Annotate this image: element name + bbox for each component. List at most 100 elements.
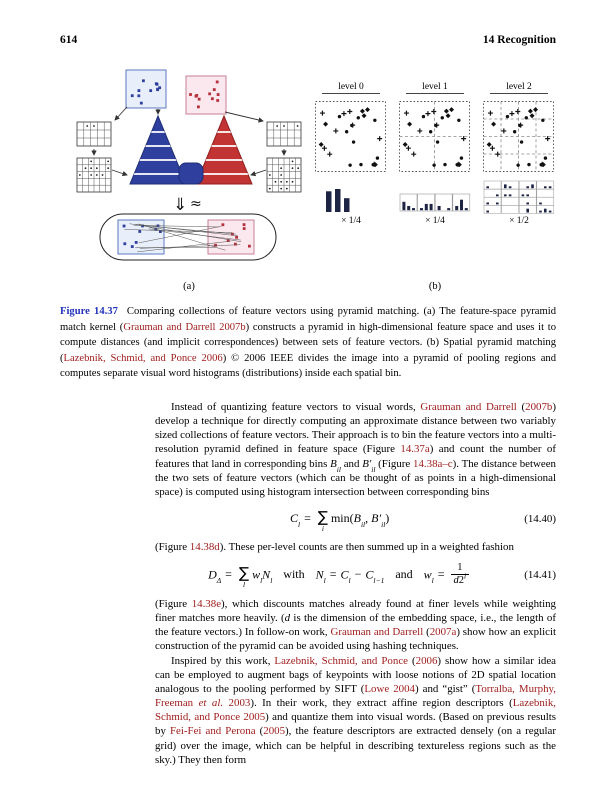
citation-link[interactable]: Lazebnik, Schmid, and Ponce 2005: [155, 697, 557, 724]
page-number: 614: [60, 34, 78, 46]
eq-term: w: [252, 567, 261, 581]
text-segment: ) show how an explicit construction of t…: [155, 626, 557, 653]
equation-number: (14.41): [524, 569, 556, 582]
approx-symbol: ≈: [190, 196, 202, 212]
spm-level-label: level 0: [322, 82, 380, 94]
citation-link[interactable]: 2003: [223, 697, 251, 710]
citation-link[interactable]: Grauman and Darrell 2007b: [123, 321, 246, 333]
feature-space-pyramid-diagram: ⇓ ≈: [76, 69, 302, 261]
eq-sub: l: [348, 576, 351, 586]
double-down-arrow-icon: ⇓: [173, 195, 187, 215]
text-segment: ), which discounts matches already found…: [155, 597, 556, 624]
citation-link[interactable]: 14.37a: [400, 443, 430, 456]
spm-grid-level-1: [399, 101, 470, 172]
text-segment: ) constructs a pyramid in high-dimension…: [60, 321, 556, 364]
eq-term: C: [365, 567, 374, 581]
body-paragraph-2: (Figure 14.38d). These per-level counts …: [155, 540, 556, 554]
eq-term: w: [423, 567, 432, 581]
text-segment: ) and “gist” (: [414, 682, 476, 695]
text-segment: (Figure: [375, 457, 414, 470]
eq-summation: ∑l: [239, 566, 249, 589]
sigma-index: l: [242, 580, 246, 589]
citation-link[interactable]: et al.: [193, 697, 224, 710]
text-segment: ). These per-level counts are then summe…: [219, 540, 514, 553]
spm-panel-level-2: level 2 × 1/2: [482, 82, 556, 226]
eq-term: min(: [330, 511, 354, 526]
body-text: Instead of quantizing feature vectors to…: [155, 400, 556, 767]
feature-set-box-red: [185, 75, 227, 115]
diagram-scatter-and-grids: [76, 79, 302, 253]
eq-relation: =: [225, 567, 232, 581]
text-segment: ). The distance between the two sets of …: [155, 457, 556, 498]
text-segment: (: [408, 654, 416, 667]
citation-link[interactable]: Lazebnik, Schmid, and Ponce 2006: [63, 352, 223, 364]
text-segment: Instead of quantizing feature vectors to…: [171, 400, 421, 413]
eq-sub: l: [297, 520, 301, 530]
citation-link[interactable]: Lazebnik, Schmid, and Ponce: [274, 654, 408, 667]
eq-sub: l: [323, 576, 326, 586]
text-segment: ) show how a similar idea can be employe…: [155, 654, 556, 695]
eq-term: B′: [371, 511, 382, 526]
diagram-arrows: [91, 106, 287, 177]
body-paragraph-4: Inspired by this work, Lazebnik, Schmid,…: [155, 654, 556, 767]
eq-sub: l: [431, 576, 434, 586]
spatial-pyramid-panels: level 0 × 1/4 level 1 × 1/4 level 2 × 1/…: [314, 66, 556, 226]
citation-link[interactable]: Torralba, Murphy, Freeman: [155, 682, 556, 710]
text-segment: d: [284, 611, 291, 624]
eq-term: N: [262, 567, 271, 581]
citation-link[interactable]: Grauman and Darrell: [330, 626, 424, 639]
eq-word: with: [283, 567, 305, 581]
citation-link[interactable]: Fei-Fei and Perona: [169, 725, 256, 738]
eq-sub: l: [260, 576, 263, 586]
sigma-symbol: ∑: [317, 508, 328, 527]
sigma-index: i: [321, 524, 324, 534]
eq-term: D: [208, 567, 217, 581]
citation-link[interactable]: 2006: [415, 654, 438, 667]
eq-relation: −: [354, 567, 362, 581]
eq-term: N: [315, 567, 324, 581]
chapter-header: 14 Recognition: [482, 34, 556, 46]
spm-grid-level-2: [483, 101, 554, 172]
eq-term: ,: [365, 511, 372, 526]
spm-weight-label: × 1/4: [425, 216, 445, 226]
citation-link[interactable]: 14.38d: [189, 540, 220, 553]
spm-histogram-level-0: [326, 189, 350, 212]
fraction-denominator: d2l: [450, 572, 470, 587]
eq-summation: ∑i: [318, 510, 328, 533]
eq-sub: l: [270, 576, 273, 586]
spm-histogram-level-1: [399, 193, 471, 212]
spm-panel-level-0: level 0 × 1/4: [314, 82, 388, 226]
body-paragraph-3: (Figure 14.38e), which discounts matches…: [155, 597, 556, 654]
text-segment: (: [516, 400, 526, 413]
eq-sub: il: [381, 520, 386, 530]
fraction-numerator: 1: [457, 561, 463, 573]
citation-link[interactable]: Lowe 2004: [364, 682, 415, 695]
citation-link[interactable]: 2005: [263, 725, 286, 738]
eq-sub: Δ: [216, 576, 222, 586]
text-segment: (Figure: [155, 540, 190, 553]
text-segment: il: [336, 464, 341, 474]
citation-link[interactable]: Grauman and Darrell: [420, 400, 517, 413]
eq-relation: =: [304, 511, 311, 526]
text-segment: Figure 14.37: [60, 306, 118, 317]
equation-number: (14.40): [524, 513, 556, 526]
eq-relation: =: [329, 567, 337, 581]
figure-sublabel-a: (a): [183, 281, 195, 292]
intersection-node: [178, 162, 204, 185]
sigma-symbol: ∑: [238, 564, 250, 582]
eq-sub: l−1: [373, 576, 385, 586]
eq-relation: =: [437, 567, 445, 581]
citation-link[interactable]: 2007a: [429, 626, 457, 639]
figure-sublabel-b: (b): [428, 281, 442, 292]
figure-panel-a: ⇓ ≈ (a): [74, 66, 304, 292]
citation-link[interactable]: 14.38e: [191, 597, 222, 610]
figure-14-37: ⇓ ≈ (a) level 0 × 1/4 level 1: [60, 66, 556, 292]
spm-level-label: level 2: [490, 82, 548, 94]
citation-link[interactable]: 2007b: [525, 400, 553, 413]
eq-sub: il: [360, 520, 366, 530]
text-segment: and: [340, 457, 363, 470]
citation-link[interactable]: 14.38a–c: [413, 457, 453, 470]
text-segment: ) © 2006 IEEE divides the image into a p…: [60, 352, 556, 380]
